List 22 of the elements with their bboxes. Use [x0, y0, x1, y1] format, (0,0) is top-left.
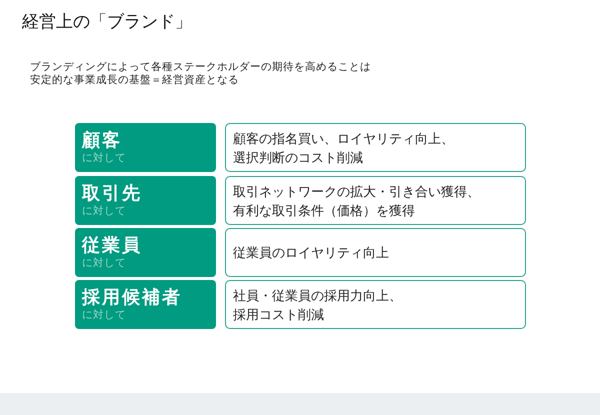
- description-text: 取引ネットワークの拡大・引き合い獲得、有利な取引条件（価格）を獲得: [233, 182, 481, 220]
- stakeholder-name: 従業員: [82, 234, 142, 256]
- description-text: 社員・従業員の採用力向上、採用コスト削減: [233, 286, 403, 324]
- description-box: [225, 123, 526, 172]
- description-text: 従業員のロイヤリティ向上: [233, 244, 389, 262]
- description-text: 顧客の指名買い、ロイヤリティ向上、選択判断のコスト削減: [233, 130, 455, 166]
- stakeholder-name: 採用候補者: [82, 286, 182, 308]
- stakeholder-subtitle: に対して: [82, 308, 126, 322]
- stakeholder-subtitle: に対して: [82, 151, 126, 165]
- stakeholder-box: [75, 176, 216, 225]
- stakeholder-name: 取引先: [82, 182, 142, 204]
- description-box: [225, 280, 526, 329]
- stakeholder-subtitle: に対して: [82, 256, 126, 270]
- stakeholder-box: [75, 123, 216, 172]
- lead-text: ブランディングによって各種ステークホルダーの期待を高めることは安定的な事業成長の基盤＝経営資産となる: [30, 61, 372, 87]
- stakeholder-subtitle: に対して: [82, 204, 126, 218]
- stakeholder-box: [75, 280, 216, 329]
- description-box: [225, 228, 526, 277]
- stakeholder-name: 顧客: [82, 129, 122, 151]
- description-box: [225, 176, 526, 225]
- stakeholder-box: [75, 228, 216, 277]
- page-title: 経営上の「ブランド」: [22, 11, 192, 33]
